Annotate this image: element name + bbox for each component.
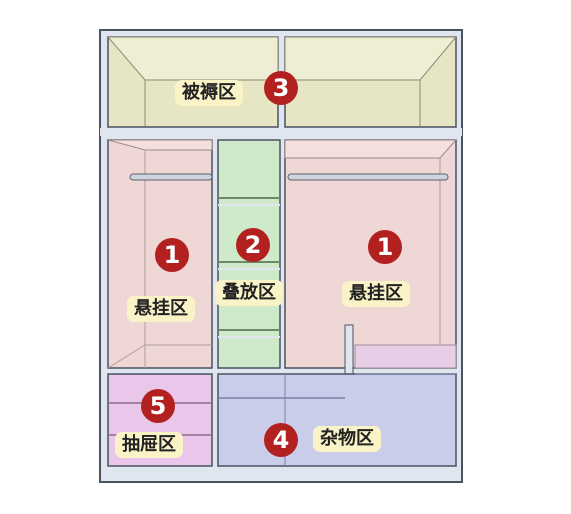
hanging-rod-left — [129, 173, 213, 181]
misc-zone-badge: 4 — [264, 423, 298, 457]
bedding-compartment-left — [106, 36, 279, 128]
folding-zone-badge: 2 — [236, 228, 270, 262]
hanging-left-zone-label: 悬挂区 — [127, 296, 195, 322]
bedding-zone-label: 被褥区 — [175, 80, 243, 106]
shelf-divider — [100, 128, 462, 136]
drawer-zone-badge: 5 — [141, 389, 175, 423]
hanging-right-zone-text: 悬挂区 — [349, 283, 403, 304]
hanging-left-zone-text: 悬挂区 — [134, 298, 188, 319]
misc-zone-text: 杂物区 — [320, 428, 374, 449]
hanging-right-zone-badge: 1 — [368, 230, 402, 264]
misc-compartment — [217, 373, 457, 467]
hanging-compartment-right — [284, 139, 458, 386]
hanging-rod-right — [287, 173, 449, 181]
drawer-zone-text: 抽屉区 — [122, 434, 176, 455]
hanging-right-zone-label: 悬挂区 — [342, 281, 410, 307]
hanging-compartment-left — [107, 139, 213, 369]
bedding-compartment-right — [284, 36, 458, 128]
bedding-zone-text: 被褥区 — [182, 82, 236, 103]
folding-zone-label: 叠放区 — [215, 280, 283, 306]
folding-zone-text: 叠放区 — [222, 282, 276, 303]
misc-zone-label: 杂物区 — [313, 426, 381, 452]
hanging-left-zone-badge: 1 — [155, 238, 189, 272]
bedding-zone-badge: 3 — [264, 71, 298, 105]
drawer-zone-label: 抽屉区 — [115, 432, 183, 458]
